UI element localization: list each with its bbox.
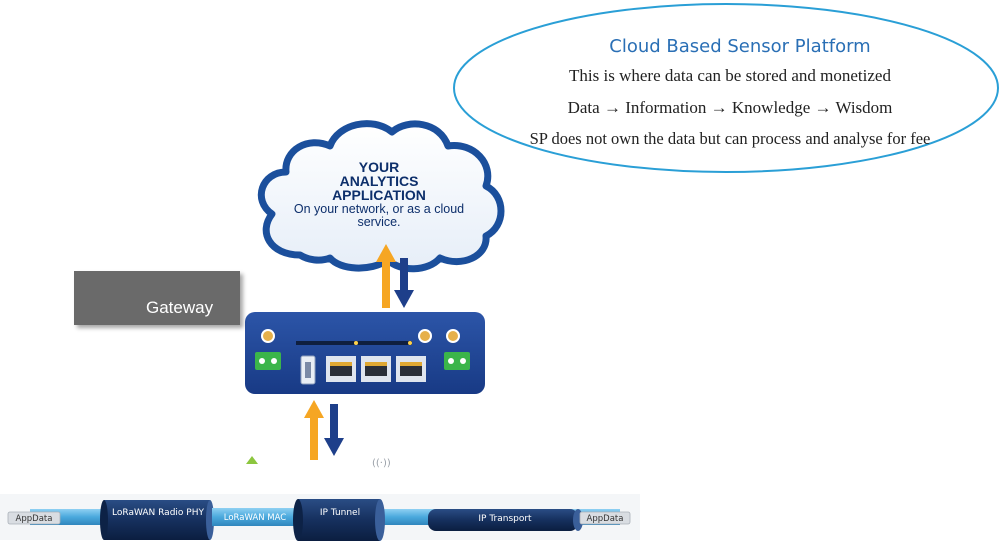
appdata-right-label: AppData bbox=[586, 514, 624, 524]
platform-ellipse bbox=[453, 3, 999, 173]
platform-title: Cloud Based Sensor Platform bbox=[609, 36, 871, 57]
analytics-cloud-label: YOUR ANALYTICS APPLICATION On your netwo… bbox=[290, 160, 468, 229]
cloud-title-line3: APPLICATION bbox=[332, 187, 426, 203]
gateway-device bbox=[245, 312, 485, 394]
wireless-signal-icon: ((·)) bbox=[372, 458, 391, 469]
platform-description: This is where data can be stored and mon… bbox=[569, 66, 891, 85]
gateway-label-box bbox=[74, 271, 240, 325]
lorawan-mac-label: LoRaWAN MAC bbox=[223, 513, 287, 523]
lorawan-phy-label: LoRaWAN Radio PHY bbox=[112, 508, 204, 518]
cloud-title-line2: ANALYTICS bbox=[339, 173, 419, 189]
uplink-arrow-lower bbox=[304, 400, 324, 460]
ip-tunnel-label: IP Tunnel bbox=[319, 508, 361, 518]
platform-ownership-note: SP does not own the data but can process… bbox=[529, 129, 931, 148]
cloud-title-line1: YOUR bbox=[358, 159, 400, 175]
cloud-subtitle: On your network, or as a cloud service. bbox=[293, 202, 465, 230]
gateway-label: Gateway bbox=[146, 298, 214, 317]
platform-data-hierarchy: Data → Information → Knowledge → Wisdom bbox=[567, 98, 893, 117]
appdata-left-label: AppData bbox=[15, 514, 53, 524]
protocol-bar bbox=[0, 494, 640, 541]
downlink-arrow-lower bbox=[324, 404, 344, 456]
uplink-arrow-upper bbox=[376, 244, 396, 308]
downlink-arrow-upper bbox=[394, 258, 414, 308]
green-marker-icon bbox=[246, 456, 258, 464]
ip-transport-label: IP Transport bbox=[478, 514, 532, 524]
